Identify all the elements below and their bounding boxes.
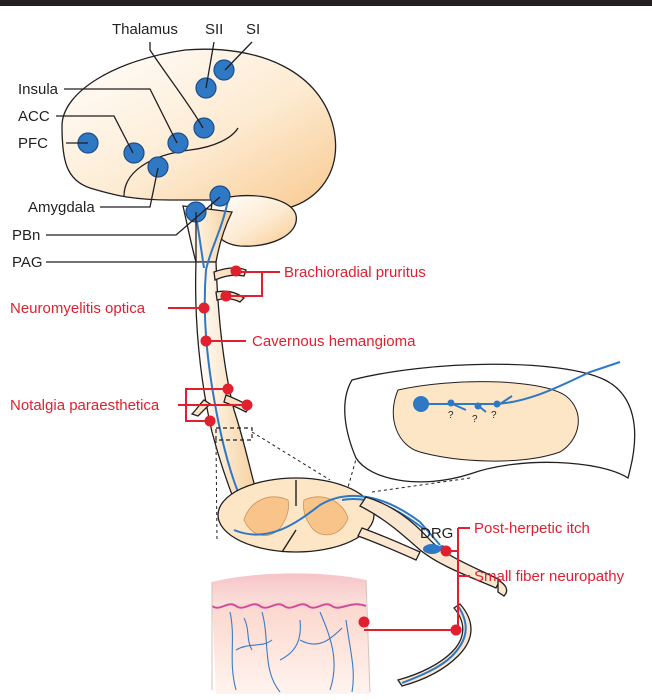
zoom-line-right [252,432,330,480]
dot-notalgia-upper [223,384,234,395]
inset-terminal-1 [448,400,455,407]
dot-notalgia-right [242,400,253,411]
inset-inner [393,382,578,461]
unknown-marker-3: ? [491,410,497,421]
dot-amygdala-upper [148,157,168,177]
inset-terminal-2 [475,403,482,410]
dot-brachioradial-lower [221,291,232,302]
label-si: SI [246,21,260,38]
label-post-herpetic: Post-herpetic itch [474,520,590,537]
drg-ganglion [423,544,441,554]
dot-thalamus [194,118,214,138]
dot-brachioradial-upper [231,266,242,277]
inset-terminal-3 [494,401,501,408]
label-cavernous: Cavernous hemangioma [252,333,416,350]
dot-neuromyelitis [199,303,210,314]
label-small-fiber: Small fiber neuropathy [474,568,625,585]
label-drg: DRG [420,525,453,542]
label-thalamus: Thalamus [112,21,178,38]
inset-cell-body [413,396,429,412]
skin-inset: ? ? ? [345,362,635,482]
label-pbn: PBn [12,227,40,244]
label-neuromyelitis: Neuromyelitis optica [10,300,146,317]
label-acc: ACC [18,108,50,125]
dot-acc [124,143,144,163]
dot-drg [441,546,452,557]
top-rule [0,0,652,6]
unknown-marker-1: ? [448,410,454,421]
dot-cavernous [201,336,212,347]
label-amygdala: Amygdala [28,199,95,216]
dot-insula [168,133,188,153]
label-sii: SII [205,21,223,38]
unknown-marker-2: ? [472,414,478,425]
dot-skin [359,617,370,628]
skin-block [212,573,370,694]
label-notalgia: Notalgia paraesthetica [10,397,160,414]
label-pfc: PFC [18,135,48,152]
dermis [212,600,370,694]
leader-pag [46,212,196,262]
zoom-line-left [216,440,217,540]
dot-notalgia-lower [205,416,216,427]
dot-peripheral-nerve [451,625,462,636]
label-insula: Insula [18,81,59,98]
label-pag: PAG [12,254,43,271]
label-brachioradial: Brachioradial pruritus [284,264,426,281]
